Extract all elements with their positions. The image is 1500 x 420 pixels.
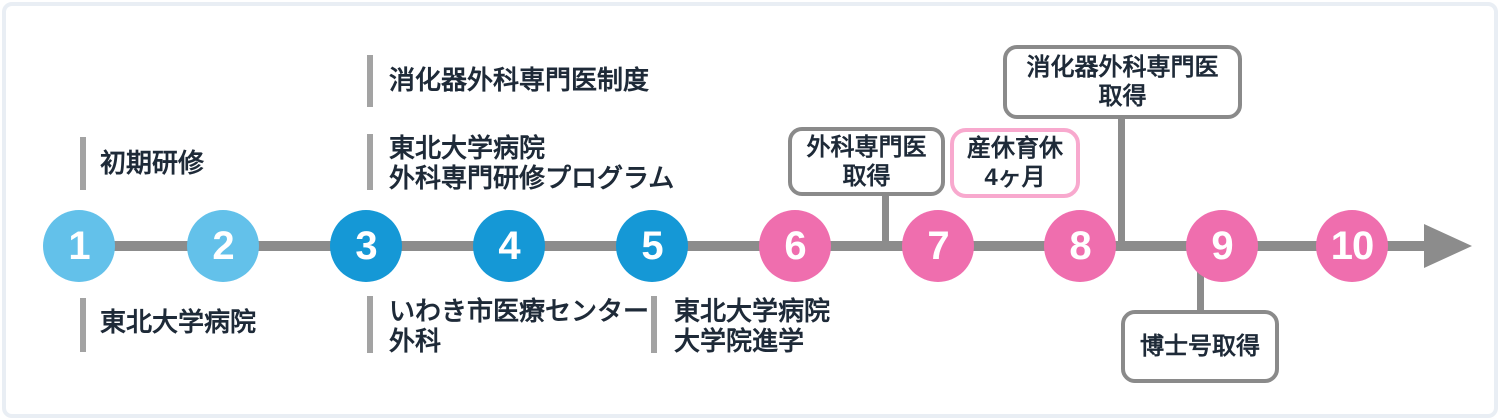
timeline-line [70,241,1426,251]
label-initial-training: 初期研修 [100,148,205,178]
tick-below-node1 [80,298,86,352]
callout-surgeon-cert-line2: 取得 [842,162,891,190]
label-grad-school: 東北大学病院 大学院進学 [674,296,830,356]
callout-surgeon-cert: 外科専門医 取得 [788,127,945,196]
timeline-node-6: 6 [759,210,831,282]
connector-surgeon-cert [882,190,889,246]
label-iwaki-center-line1: いわき市医療センター [389,296,650,326]
callout-maternity-leave: 産休育休 4ヶ月 [950,128,1080,198]
callout-phd: 博士号取得 [1121,310,1279,383]
callout-maternity-leave-line1: 産休育休 [967,135,1063,162]
callout-gi-surgeon-cert: 消化器外科専門医 取得 [1003,45,1242,119]
label-tohoku-hospital-early: 東北大学病院 [100,307,257,337]
label-surgery-program-line2: 外科専門研修プログラム [389,163,675,193]
label-surgery-program-line1: 東北大学病院 [389,133,546,163]
callout-phd-line1: 博士号取得 [1140,333,1260,360]
tick-below-node3 [367,296,373,353]
timeline-node-7: 7 [902,210,974,282]
callout-gi-surgeon-cert-line2: 取得 [1098,83,1147,110]
label-surgery-program: 東北大学病院 外科専門研修プログラム [389,133,674,193]
timeline-node-3: 3 [330,210,402,282]
tick-above-node1 [80,137,86,190]
tick-below-node5 [651,296,657,353]
label-gi-surgery-system: 消化器外科専門医制度 [389,65,650,95]
label-iwaki-center-line2: 外科 [389,326,442,356]
timeline-node-10: 10 [1316,210,1388,282]
timeline-node-2: 2 [187,210,259,282]
connector-phd [1197,248,1204,314]
tick-above-node3-upper [367,55,373,107]
timeline-node-1: 1 [43,210,115,282]
tick-above-node3-lower [367,134,373,190]
timeline-node-5: 5 [616,210,688,282]
connector-gi-surgeon-cert [1118,113,1125,246]
timeline-node-4: 4 [473,210,545,282]
callout-surgeon-cert-line1: 外科専門医 [806,133,927,161]
label-iwaki-center: いわき市医療センター 外科 [389,296,649,356]
callout-gi-surgeon-cert-line1: 消化器外科専門医 [1026,54,1219,81]
label-grad-school-line1: 東北大学病院 [674,296,831,326]
timeline-node-8: 8 [1044,210,1116,282]
timeline-arrow-icon [1424,224,1472,268]
label-grad-school-line2: 大学院進学 [674,326,805,356]
callout-maternity-leave-line2: 4ヶ月 [984,164,1046,191]
timeline-node-9: 9 [1186,210,1258,282]
